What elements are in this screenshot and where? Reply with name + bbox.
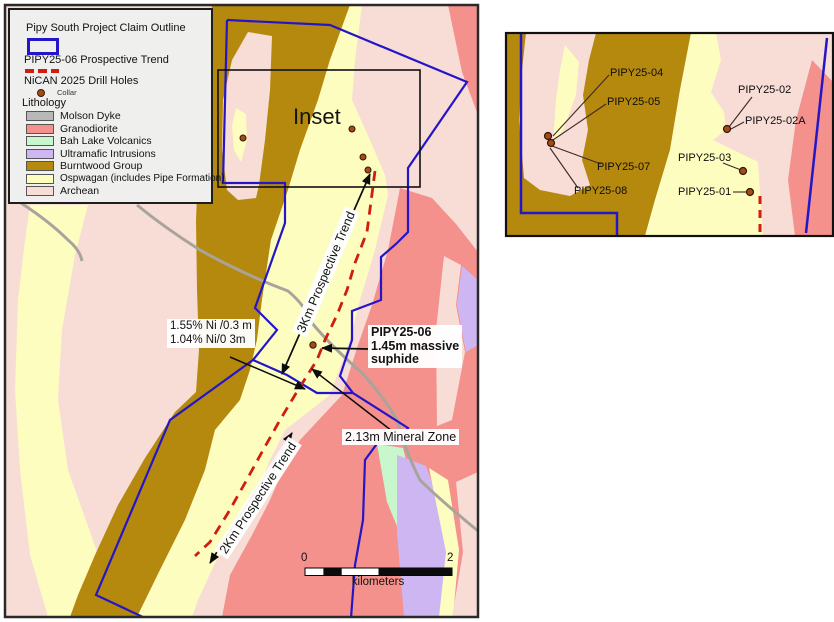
assay-result-label: 1.55% Ni /0.3 m 1.04% Ni/0 3m — [167, 319, 255, 348]
drill-collar-marker — [364, 166, 372, 174]
scale-start-label: 0 — [301, 552, 308, 564]
lithology-swatch — [26, 111, 54, 121]
drill-collar-marker — [239, 134, 247, 142]
mineral-zone-leader-arrow — [311, 368, 393, 432]
assay-line-2: 1.04% Ni/0 3m — [170, 333, 246, 346]
lithology-row: Granodiorite — [10, 123, 215, 135]
highlight-line-1: PIPY25-06 — [371, 325, 432, 339]
inset-map — [506, 33, 833, 236]
inset-ospwagan-sliver — [553, 45, 579, 143]
drill-collar-marker — [348, 125, 356, 133]
geology-ospwagan-west-band — [15, 205, 100, 617]
inset-hole-label-pipy25-08: PIPY25-08 — [574, 185, 628, 197]
inset-leader-lines — [549, 74, 753, 193]
geology-archean-sliver-se — [452, 472, 478, 617]
prospective-trend-swatch — [25, 69, 59, 73]
claim-outline-swatch — [27, 38, 59, 55]
main-map — [5, 5, 478, 617]
scale-end-label: 2 — [447, 552, 454, 564]
main-map-drill-collars — [239, 125, 372, 349]
highlight-line-2: 1.45m massive — [371, 338, 460, 353]
lithology-row: Ultramafic Intrusions — [10, 148, 215, 160]
lithology-swatch — [26, 123, 54, 134]
inset-drill-collars — [543, 124, 755, 197]
lithology-row: Ospwagan (includes Pipe Formation) — [10, 173, 225, 185]
road-line-spur — [20, 201, 84, 262]
geology-ospwagan-sliver-se — [429, 468, 459, 617]
legend-panel: Pipy South Project Claim Outline PIPY25-… — [8, 8, 225, 204]
drill-collar-marker — [359, 153, 367, 161]
drill-collar-marker-pipy25-06 — [309, 341, 317, 349]
inset-hole-label-pipy25-02a: PIPY25-02A — [745, 115, 806, 127]
legend-collar-label: Collar — [57, 88, 77, 97]
inset-hole-label-pipy25-04: PIPY25-04 — [610, 67, 664, 79]
drill-collar-marker — [722, 124, 732, 134]
lithology-row: Molson Dyke — [10, 110, 215, 122]
mineral-zone-label: 2.13m Mineral Zone — [342, 429, 460, 445]
inset-granodiorite-wedge — [788, 60, 833, 236]
inset-hole-label-pipy25-01: PIPY25-01 — [678, 186, 732, 198]
lithology-name: Molson Dyke — [60, 110, 121, 122]
drill-collar-marker — [543, 131, 553, 141]
inset-claim-outline-east — [804, 37, 829, 234]
legend-drill-holes-label: NiCAN 2025 Drill Holes — [24, 75, 139, 87]
geology-ospwagan-sliver — [232, 108, 247, 162]
inset-hole-label-pipy25-02: PIPY25-02 — [738, 84, 792, 96]
scale-bar — [304, 567, 453, 576]
drill-collar-marker — [546, 138, 556, 148]
collar-dot-icon — [37, 89, 45, 97]
lithology-name: Ultramafic Intrusions — [60, 147, 156, 160]
lithology-name: Burntwood Group — [60, 160, 143, 172]
inset-hole-label-pipy25-05: PIPY25-05 — [607, 96, 661, 108]
lithology-row: Bah Lake Volcanics — [10, 135, 215, 147]
lithology-row: Burntwood Group — [10, 160, 215, 172]
inset-locator-label: Inset — [293, 104, 341, 129]
main-map-border — [3, 3, 480, 619]
geology-archean-pocket — [222, 32, 272, 200]
legend-trend-label: PIPY25-06 Prospective Trend — [24, 54, 169, 66]
lithology-name: Ospwagan (includes Pipe Formation) — [60, 172, 225, 184]
lithology-swatch — [26, 136, 54, 146]
inset-claim-outline-west — [519, 33, 619, 236]
assay-leader-arrow — [229, 356, 306, 390]
massive-sulphide-leader-arrow — [321, 343, 369, 353]
inset-hole-label-pipy25-07: PIPY25-07 — [597, 161, 651, 173]
lithology-swatch — [26, 173, 54, 184]
legend-claim-outline-label: Pipy South Project Claim Outline — [26, 22, 186, 34]
inset-ospwagan-band — [645, 33, 763, 236]
claim-outline-southwest — [94, 359, 254, 617]
geology-ospwagan-center-band — [137, 5, 388, 617]
geology-burntwood-band — [70, 5, 350, 617]
drill-collar-marker — [745, 187, 755, 197]
legend-lithology-title: Lithology — [22, 97, 67, 109]
highlight-line-3: suphide — [371, 352, 419, 366]
inset-map-border — [504, 31, 834, 238]
lithology-name: Granodiorite — [60, 122, 118, 135]
geology-granodiorite-corner — [448, 5, 478, 115]
massive-sulphide-label: PIPY25-06 1.45m massive suphide — [368, 325, 463, 368]
inset-hole-label-pipy25-03: PIPY25-03 — [678, 152, 732, 164]
lithology-swatch — [26, 148, 54, 159]
lithology-swatch — [26, 186, 54, 196]
lithology-name: Archean — [60, 185, 100, 197]
assay-line-1: 1.55% Ni /0.3 m — [170, 320, 252, 332]
lithology-swatch — [26, 161, 54, 171]
scale-units-label: kilometers — [351, 576, 405, 588]
lithology-row: Archean — [10, 185, 215, 197]
lithology-name: Bah Lake Volcanics — [60, 135, 152, 147]
drill-collar-marker — [738, 166, 748, 176]
